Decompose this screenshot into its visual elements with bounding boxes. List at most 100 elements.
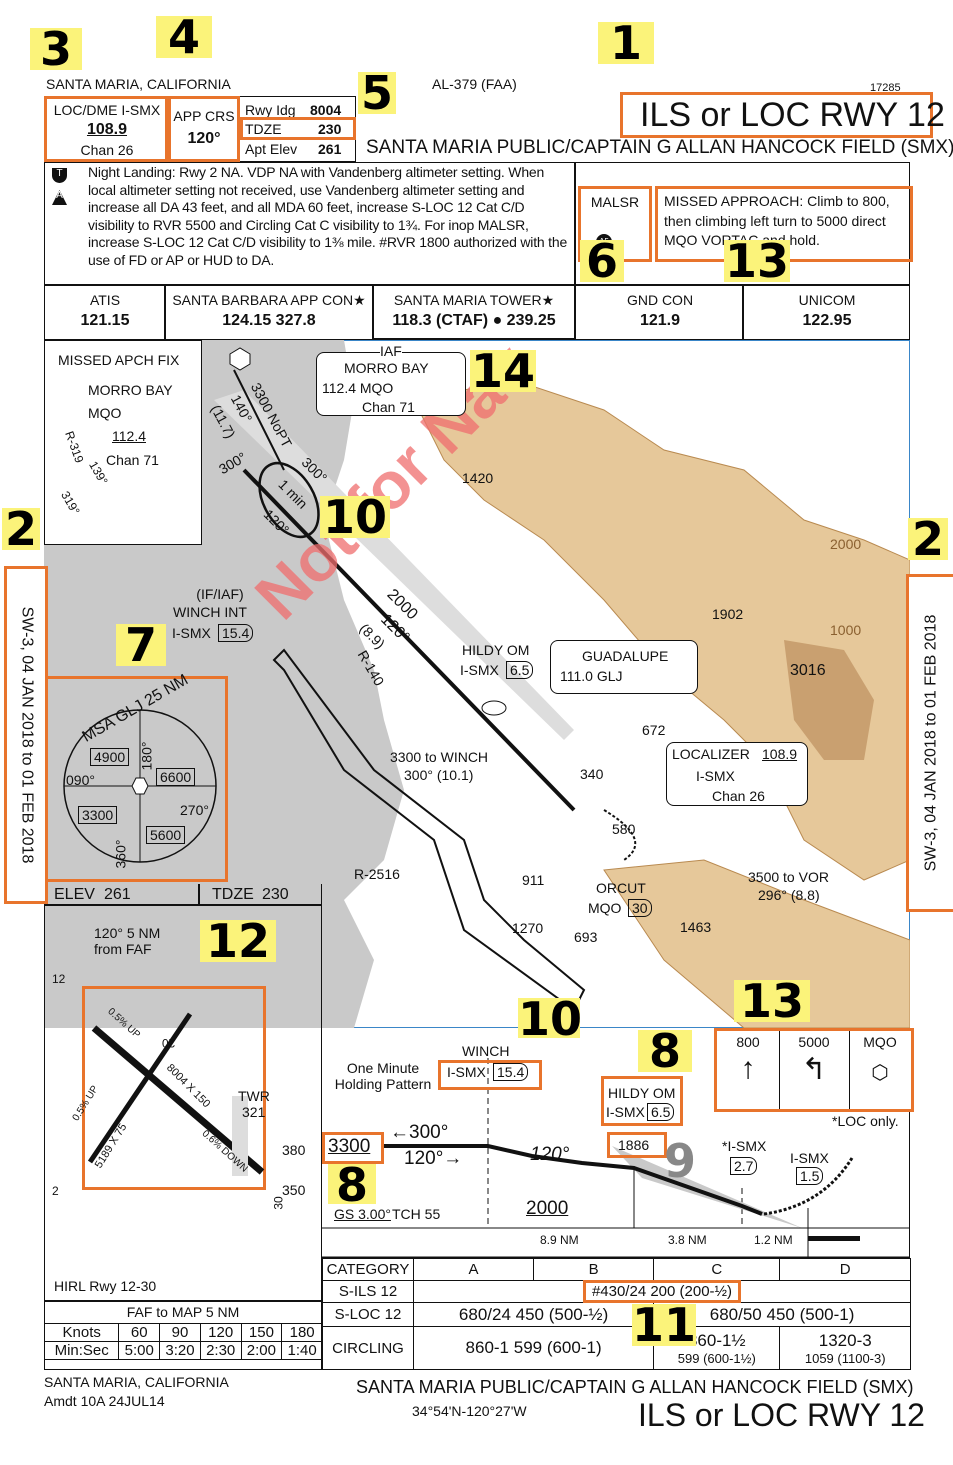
- knots-cell: 150: [240, 1323, 283, 1342]
- localizer-chan: Chan 26: [712, 788, 765, 804]
- comm-unicom-label: UNICOM: [798, 292, 856, 308]
- briefing-notes: Night Landing: Rwy 2 NA. VDP NA with Van…: [88, 164, 568, 268]
- ma-fix-mqo: MQO: [863, 1034, 897, 1050]
- profile-hildy-dist: 6.5: [647, 1103, 675, 1121]
- profile-winch-dist: 15.4: [493, 1063, 529, 1081]
- min-header: A: [412, 1258, 535, 1281]
- loc-channel: Chan 26: [80, 142, 134, 158]
- timing-knots-label: Knots: [43, 1323, 120, 1342]
- knots-cell: 120: [199, 1323, 242, 1342]
- min-header: CATEGORY: [322, 1258, 414, 1281]
- ma-turn-5000: 5000: [798, 1034, 830, 1050]
- missed-fix-freq: 112.4: [112, 428, 146, 444]
- min-ils-value: #430/24 200 (200-½): [582, 1280, 742, 1303]
- rwy-20-label: 20: [162, 1036, 176, 1050]
- profile-view: [322, 1058, 910, 1258]
- profile-alt-3300: 3300: [328, 1136, 371, 1157]
- annotation-2-left: 2: [2, 508, 40, 550]
- annotation-9: 9: [663, 1140, 696, 1182]
- chart-id: AL-379 (FAA): [432, 76, 517, 92]
- mqo-vortac-icon: [229, 347, 251, 371]
- orcut-name: ORCUT: [596, 880, 646, 896]
- winch-label: (IF/IAF): [196, 586, 244, 602]
- time-cell: 2:30: [199, 1341, 242, 1360]
- annotation-13-comms: 13: [724, 240, 790, 282]
- missed-fix-chan: Chan 71: [106, 452, 159, 468]
- ad-elev: 261: [104, 886, 131, 903]
- annotation-4: 4: [156, 16, 212, 58]
- annotation-12: 12: [200, 920, 276, 962]
- hildy-dist: 6.5: [506, 661, 534, 679]
- glideslope-intercept-alt: 1886: [618, 1137, 650, 1153]
- msa-brg-090: 090°: [66, 772, 95, 788]
- footer-amendment: Amdt 10A 24JUL14: [44, 1393, 165, 1409]
- min-loc-ab: 680/24 450 (500-½): [412, 1302, 655, 1327]
- time-cell: 2:00: [240, 1341, 283, 1360]
- iaf-name: MORRO BAY: [344, 360, 429, 376]
- min-header: B: [533, 1258, 655, 1281]
- time-cell: 5:00: [118, 1341, 161, 1360]
- annotation-11: 11: [632, 1304, 696, 1346]
- missed-approach-path: [603, 809, 637, 861]
- elev-1420: 1420: [462, 470, 494, 486]
- min-header: D: [779, 1258, 911, 1281]
- tower-label: TWR: [238, 1088, 270, 1104]
- missed-fix-title: MISSED APCH FIX: [58, 352, 180, 368]
- min-row-label: S-ILS 12: [322, 1280, 414, 1303]
- annotation-8-gs: 8: [328, 1164, 376, 1204]
- missed-fix-name: MORRO BAY: [88, 382, 173, 398]
- comm-gnd-freq: 121.9: [639, 312, 681, 329]
- comm-tower-freq: 118.3 (CTAF) ● 239.25: [392, 312, 556, 329]
- elev-1902: 1902: [712, 606, 744, 622]
- rwy-2-label: 2: [52, 1184, 59, 1198]
- elev-340: 340: [580, 766, 604, 782]
- msa-brg-270: 270°: [180, 802, 209, 818]
- runway-lighting: HIRL Rwy 12-30: [54, 1278, 157, 1294]
- min-loc-cd: 680/50 450 (500-1): [653, 1302, 911, 1327]
- header-city: SANTA MARIA, CALIFORNIA: [46, 76, 231, 92]
- ad-elev-label: ELEV: [54, 886, 95, 903]
- ad-tdze-label: TDZE: [212, 886, 254, 903]
- annotation-10-profile: 10: [518, 998, 580, 1038]
- comm-unicom-freq: 122.95: [802, 312, 852, 329]
- annotation-2-right: 2: [908, 518, 948, 560]
- elev-672: 672: [642, 722, 666, 738]
- iaf-route: [233, 369, 285, 471]
- takeoff-minimums-icon: T: [52, 168, 67, 183]
- footer-city: SANTA MARIA, CALIFORNIA: [44, 1374, 229, 1390]
- map-dist: 1.5: [796, 1167, 824, 1185]
- min-ils-cell: #430/24 200 (200-½): [413, 1280, 911, 1303]
- annotation-3: 3: [30, 28, 82, 70]
- runway-diagram: [87, 1012, 265, 1176]
- knots-cell: 60: [118, 1323, 161, 1342]
- profile-hildy-name: HILDY OM: [608, 1085, 676, 1101]
- iaf-freq: 112.4 MQO: [322, 380, 394, 396]
- comm-atis-freq: 121.15: [80, 312, 130, 329]
- restricted-r2516: R-2516: [354, 866, 400, 882]
- profile-alt-2000: 2000: [526, 1198, 569, 1219]
- profile-winch-dme: I-SMX: [447, 1064, 486, 1080]
- annotation-13-missed: 13: [734, 980, 810, 1022]
- ad-tdze: 230: [262, 886, 289, 903]
- elev-1270: 1270: [512, 920, 544, 936]
- annotation-1: 1: [598, 22, 654, 64]
- hildy-dme: I-SMX: [460, 662, 499, 678]
- annotation-5: 5: [358, 72, 396, 114]
- msa-circle: [63, 709, 217, 863]
- missed-fix-id: MQO: [88, 405, 122, 421]
- to-winch: 3300 to WINCH: [390, 749, 489, 765]
- min-circ-d-sub: 1059 (1100-3): [804, 1350, 886, 1366]
- segment-1-distance: 8.9 NM: [540, 1233, 579, 1247]
- localizer-freq: 108.9: [762, 746, 798, 762]
- annotation-14: 14: [470, 350, 536, 392]
- loc-frequency: 108.9: [86, 121, 128, 138]
- guadalupe-name: GUADALUPE: [582, 648, 669, 664]
- footer-title: ILS or LOC RWY 12: [638, 1397, 925, 1433]
- date-strip-right: SW-3, 04 JAN 2018 to 01 FEB 2018: [906, 574, 953, 912]
- app-crs-label: APP CRS: [173, 108, 235, 124]
- to-vor-crs: 296° (8.8): [758, 887, 820, 903]
- timing-title: FAF to MAP 5 NM: [126, 1304, 240, 1320]
